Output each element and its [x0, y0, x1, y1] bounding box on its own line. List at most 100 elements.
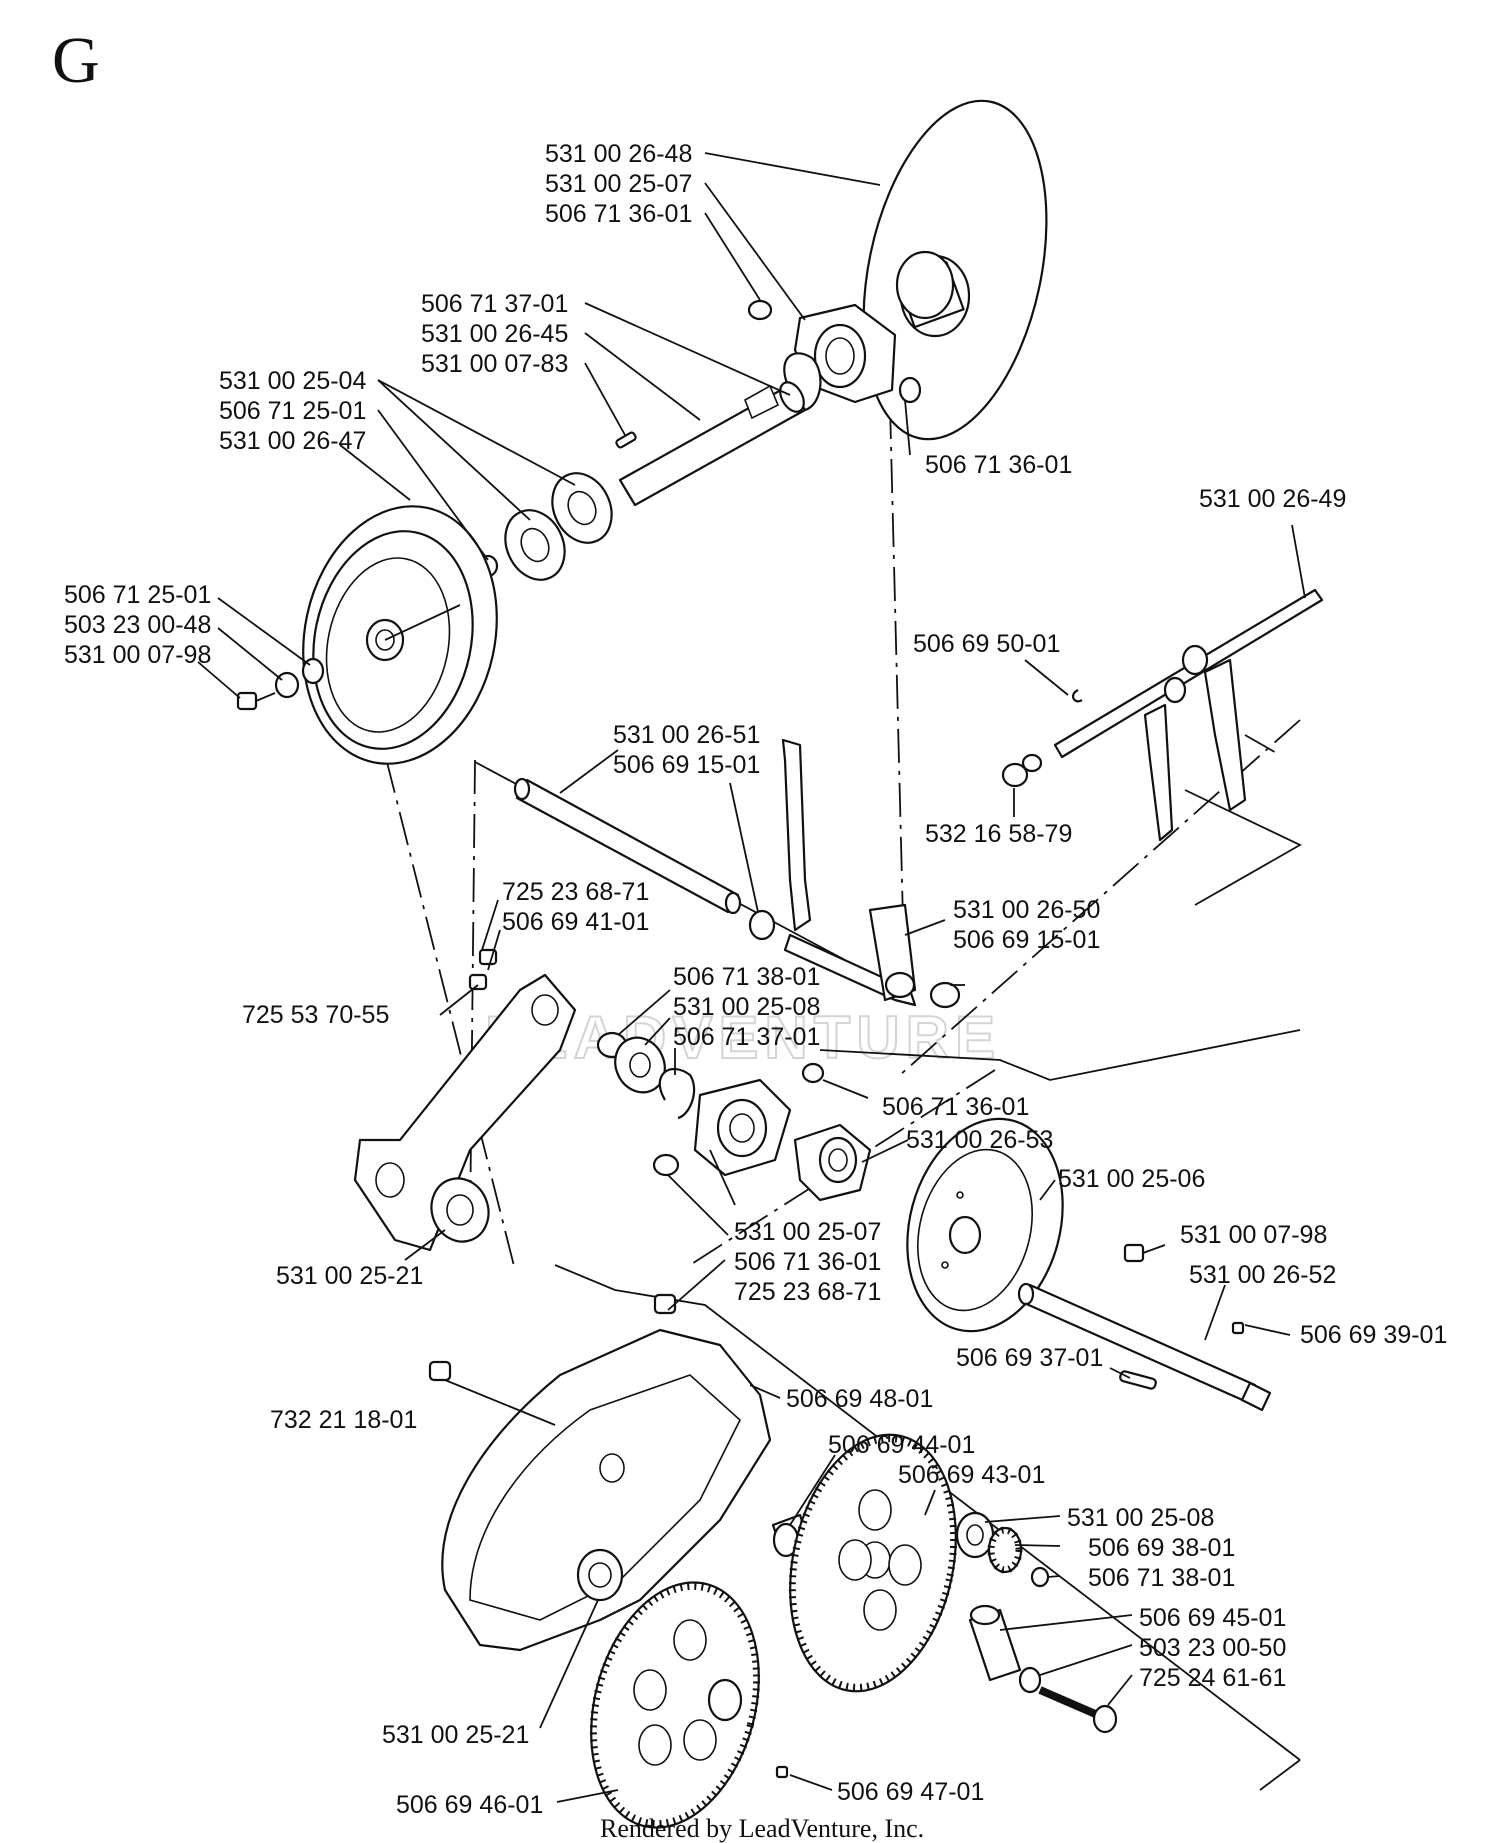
upper-washer — [898, 376, 922, 404]
label-531-00-26-52: 531 00 26-52 — [1189, 1261, 1336, 1289]
output-shaft — [1017, 1282, 1272, 1412]
bolt-6871 — [468, 973, 488, 991]
pulley-washer-b — [274, 671, 300, 699]
left-bracket — [353, 973, 577, 1252]
retaining-ring-3701 — [658, 1068, 696, 1120]
ring-3801-b — [1030, 1566, 1050, 1588]
label-506-71-36-01-b: 506 71 36-01 — [925, 451, 1072, 479]
label-531-00-25-07-b: 531 00 25-07 — [734, 1218, 881, 1246]
label-506-69-41-01: 506 69 41-01 — [502, 908, 649, 936]
bolt-4101 — [478, 948, 498, 966]
label-531-00-26-48: 531 00 26-48 — [545, 140, 692, 168]
label-506-69-50-01: 506 69 50-01 — [913, 630, 1060, 658]
label-506-71-37-01: 506 71 37-01 — [421, 290, 568, 318]
label-506-69-37-01: 506 69 37-01 — [956, 1344, 1103, 1372]
label-506-71-25-01: 506 71 25-01 — [219, 397, 366, 425]
label-531-00-26-50: 531 00 26-50 — [953, 896, 1100, 924]
set-screw-4701 — [775, 1765, 789, 1779]
label-531-00-25-06: 531 00 25-06 — [1058, 1165, 1205, 1193]
label-531-00-26-45: 531 00 26-45 — [421, 320, 568, 348]
label-531-00-25-08: 531 00 25-08 — [673, 993, 820, 1021]
label-506-69-45-01: 506 69 45-01 — [1139, 1604, 1286, 1632]
pinion-3801 — [987, 1526, 1023, 1574]
bushing-1501-b — [929, 981, 961, 1009]
pulley — [302, 505, 498, 765]
label-732-21-18-01: 732 21 18-01 — [270, 1406, 417, 1434]
left-bearing — [430, 1177, 490, 1243]
label-503-23-00-48: 503 23 00-48 — [64, 611, 211, 639]
upper-shaft — [618, 381, 807, 507]
label-506-69-43-01: 506 69 43-01 — [898, 1461, 1045, 1489]
lower-bearing-housing — [693, 1078, 792, 1177]
drive-disc — [862, 99, 1048, 441]
lower-gear-4601 — [589, 1581, 761, 1829]
label-506-69-47-01: 506 69 47-01 — [837, 1778, 984, 1806]
label-531-00-07-98: 531 00 07-98 — [64, 641, 211, 669]
label-506-71-25-01-b: 506 71 25-01 — [64, 581, 211, 609]
upper-retaining-ring — [783, 352, 822, 412]
label-506-69-46-01: 506 69 46-01 — [396, 1791, 543, 1819]
shift-lever — [781, 738, 917, 1007]
label-531-00-26-49: 531 00 26-49 — [1199, 485, 1346, 513]
key-783 — [615, 431, 637, 449]
fork-washer — [1021, 753, 1043, 773]
label-506-69-48-01: 506 69 48-01 — [786, 1385, 933, 1413]
fork-shaft — [1053, 588, 1324, 842]
set-screw-3901 — [1231, 1321, 1245, 1335]
label-506-71-36-01-d: 506 71 36-01 — [734, 1248, 881, 1276]
label-503-23-00-50: 503 23 00-50 — [1139, 1634, 1286, 1662]
label-506-71-36-01-c: 506 71 36-01 — [882, 1093, 1029, 1121]
washer-lower-3601 — [652, 1153, 680, 1177]
fork-nut — [1001, 762, 1029, 788]
label-531-00-25-21-b: 531 00 25-21 — [382, 1721, 529, 1749]
label-531-00-26-51: 531 00 26-51 — [613, 721, 760, 749]
label-531-00-25-08-b: 531 00 25-08 — [1067, 1504, 1214, 1532]
bearing-2508 — [614, 1036, 666, 1094]
pulley-bolt — [236, 691, 276, 711]
leader-lines — [197, 152, 1306, 1803]
label-531-00-25-07: 531 00 25-07 — [545, 170, 692, 198]
label-506-69-15-01-b: 506 69 15-01 — [953, 926, 1100, 954]
label-531-00-26-47: 531 00 26-47 — [219, 427, 366, 455]
gear-case — [441, 1328, 772, 1652]
label-531-00-25-04: 531 00 25-04 — [219, 367, 366, 395]
bolt-1801 — [428, 1360, 452, 1382]
label-531-00-25-21: 531 00 25-21 — [276, 1262, 423, 1290]
label-506-71-38-01-b: 506 71 38-01 — [1088, 1564, 1235, 1592]
bolt-6161 — [1038, 1686, 1118, 1734]
big-gear-4301 — [788, 1433, 958, 1693]
mid-shaft — [513, 777, 742, 915]
bolt-6871-b — [653, 1293, 677, 1315]
label-506-69-39-01: 506 69 39-01 — [1300, 1321, 1447, 1349]
bushing-1501 — [748, 909, 776, 941]
label-531-00-07-98-b: 531 00 07-98 — [1180, 1221, 1327, 1249]
drum-bolt — [1123, 1243, 1166, 1263]
label-506-71-36-01: 506 71 36-01 — [545, 200, 692, 228]
label-725-23-68-71: 725 23 68-71 — [502, 878, 649, 906]
small-bearing-2508 — [955, 1511, 995, 1559]
label-531-00-26-53: 531 00 26-53 — [906, 1126, 1053, 1154]
washer-0050 — [1018, 1666, 1042, 1694]
label-506-69-15-01: 506 69 15-01 — [613, 751, 760, 779]
hub-2653 — [793, 1123, 872, 1202]
label-506-71-37-01-b: 506 71 37-01 — [673, 1023, 820, 1051]
upper-nut — [747, 299, 773, 321]
label-725-23-68-71-b: 725 23 68-71 — [734, 1278, 881, 1306]
label-506-69-38-01: 506 69 38-01 — [1088, 1534, 1235, 1562]
pulley-washer-a — [301, 657, 325, 685]
pin-3701 — [1119, 1370, 1157, 1390]
gear-shaft-4501 — [968, 1604, 1022, 1682]
section-letter: G — [52, 24, 100, 97]
label-506-71-38-01: 506 71 38-01 — [673, 963, 820, 991]
label-506-69-44-01: 506 69 44-01 — [828, 1431, 975, 1459]
label-725-24-61-61: 725 24 61-61 — [1139, 1664, 1286, 1692]
label-531-00-07-83: 531 00 07-83 — [421, 350, 568, 378]
bearing-pair — [504, 472, 613, 581]
washer-3601 — [801, 1062, 825, 1084]
label-532-16-58-79: 532 16 58-79 — [925, 820, 1072, 848]
drive-drum — [906, 1117, 1064, 1333]
part-number-labels: 531 00 26-48 531 00 25-07 506 71 36-01 5… — [64, 140, 1447, 1819]
hairpin-clip — [1071, 689, 1083, 703]
footer-credit: Rendered by LeadVenture, Inc. — [600, 1814, 924, 1843]
